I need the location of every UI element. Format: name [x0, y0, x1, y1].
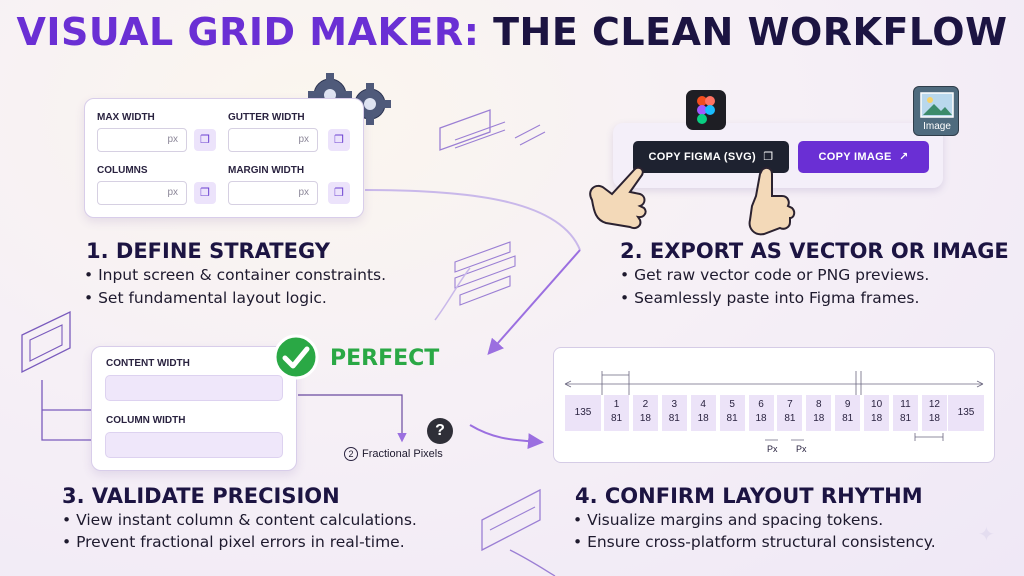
question-icon: ? — [427, 418, 453, 444]
step1-bullet-2: • Set fundamental layout logic. — [84, 289, 327, 307]
step2-bullet-1: • Get raw vector code or PNG previews. — [620, 266, 930, 284]
grid-column-number: 12 — [928, 399, 940, 410]
grid-column-width: 81 — [784, 413, 796, 424]
grid-column-width: 18 — [928, 413, 940, 424]
step2-heading: 2. EXPORT AS VECTOR OR IMAGE — [620, 239, 1009, 263]
grid-column-width: 18 — [813, 413, 825, 424]
grid-measure-lines — [564, 371, 984, 441]
copy-max-width-button[interactable]: ❐ — [194, 129, 216, 151]
grid-column-number: 1 — [613, 399, 620, 410]
grid-column-width: 18 — [755, 413, 767, 424]
grid-column-number: 8 — [816, 399, 822, 410]
grid-column-number: 3 — [671, 399, 678, 410]
margin-width-input[interactable]: px — [228, 181, 318, 205]
fractional-pixels-note: 2 Fractional Pixels — [344, 447, 443, 461]
grid-column-number: 11 — [900, 399, 911, 410]
copy-icon: ❐ — [200, 187, 210, 199]
fractional-label: Fractional Pixels — [362, 448, 443, 460]
grid-column-number: 10 — [871, 399, 883, 410]
step2-bullet-2: • Seamlessly paste into Figma frames. — [620, 289, 920, 307]
step4-heading: 4. CONFIRM LAYOUT RHYTHM — [575, 484, 923, 508]
pointing-hand-icon-2 — [748, 166, 796, 236]
copy-icon: ❐ — [334, 134, 344, 146]
copy-icon: ❐ — [763, 151, 774, 163]
max-width-input[interactable]: px — [97, 128, 187, 152]
title-part1: VISUAL GRID MAKER: — [16, 10, 480, 54]
grid-column-number: 2 — [642, 399, 649, 410]
image-icon-label: Image — [923, 121, 951, 132]
copy-gutter-width-button[interactable]: ❐ — [328, 129, 350, 151]
column-width-label: COLUMN WIDTH — [106, 415, 186, 426]
fractional-icon: 2 — [344, 447, 358, 461]
grid-column-number: 9 — [844, 399, 851, 410]
grid-column-width: 18 — [697, 413, 709, 424]
check-icon — [273, 334, 319, 380]
step1-heading: 1. DEFINE STRATEGY — [86, 239, 330, 263]
columns-input[interactable]: px — [97, 181, 187, 205]
margin-width-label: MARGIN WIDTH — [228, 165, 305, 176]
copy-image-label: COPY IMAGE — [818, 151, 892, 163]
figma-logo-icon — [686, 90, 726, 130]
gutter-width-label: GUTTER WIDTH — [228, 112, 305, 123]
column-width-output — [105, 432, 283, 458]
grid-column-number: 7 — [787, 399, 793, 410]
copy-icon: ❐ — [334, 187, 344, 199]
grid-column-width: 18 — [639, 413, 651, 424]
step1-bullet-1: • Input screen & container constraints. — [84, 266, 387, 284]
step4-bullet-1: • Visualize margins and spacing tokens. — [573, 511, 884, 529]
image-icon: Image — [913, 86, 959, 136]
gutter-width-input[interactable]: px — [228, 128, 318, 152]
grid-column-width: 81 — [610, 413, 623, 424]
step3-heading: 3. VALIDATE PRECISION — [62, 484, 340, 508]
px-label-1: Px — [767, 444, 778, 454]
sparkle-icon: ✦ — [978, 524, 995, 546]
perfect-label: PERFECT — [330, 346, 440, 371]
grid-column-width: 81 — [899, 413, 912, 424]
copy-margin-width-button[interactable]: ❐ — [328, 182, 350, 204]
page-title: VISUAL GRID MAKER: THE CLEAN WORKFLOW — [0, 10, 1024, 54]
content-width-output — [105, 375, 283, 401]
copy-figma-label: COPY FIGMA (SVG) — [648, 151, 756, 163]
grid-column-number: 5 — [729, 399, 735, 410]
grid-right-margin: 135 — [948, 395, 984, 431]
columns-label: COLUMNS — [97, 165, 148, 176]
grid-column-width: 81 — [668, 413, 680, 424]
pointing-hand-icon — [589, 166, 647, 230]
max-width-label: MAX WIDTH — [97, 112, 155, 123]
step3-bullet-1: • View instant column & content calculat… — [62, 511, 417, 529]
copy-image-button[interactable]: COPY IMAGE ↗ — [798, 141, 929, 173]
grid-column-width: 81 — [842, 413, 854, 424]
content-width-label: CONTENT WIDTH — [106, 358, 190, 369]
step3-bullet-2: • Prevent fractional pixel errors in rea… — [62, 533, 405, 551]
title-part2: THE CLEAN WORKFLOW — [493, 10, 1008, 54]
copy-columns-button[interactable]: ❐ — [194, 182, 216, 204]
grid-column-number: 6 — [758, 399, 764, 410]
external-link-icon: ↗ — [898, 151, 909, 163]
grid-column-width: 18 — [871, 413, 883, 424]
grid-left-margin: 135 — [565, 395, 601, 431]
step4-bullet-2: • Ensure cross-platform structural consi… — [573, 533, 936, 551]
px-label-2: Px — [796, 444, 807, 454]
grid-column-number: 4 — [700, 399, 706, 410]
question-symbol: ? — [435, 422, 445, 439]
copy-figma-button[interactable]: COPY FIGMA (SVG) ❐ — [633, 141, 789, 173]
grid-column-width: 81 — [726, 413, 738, 424]
copy-icon: ❐ — [200, 134, 210, 146]
